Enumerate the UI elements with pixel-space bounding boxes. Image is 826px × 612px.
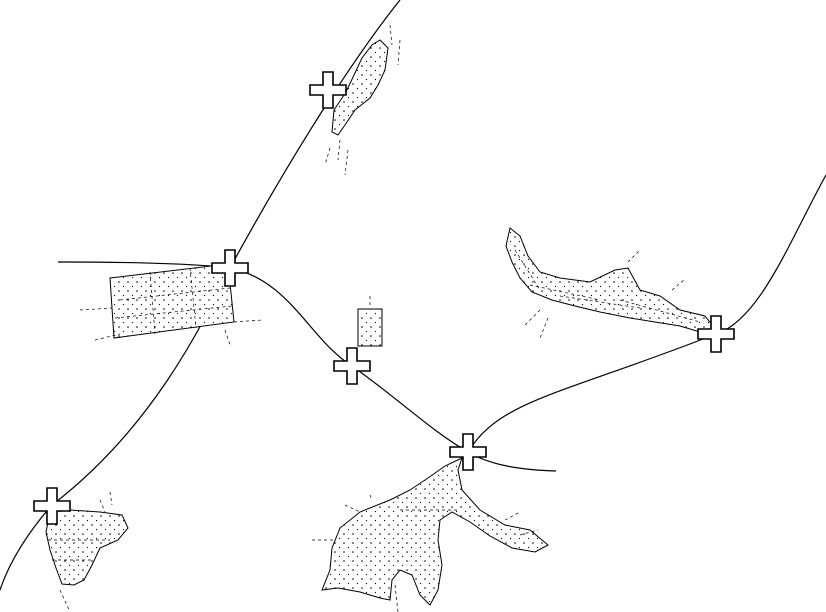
node-bottom-left-cross-icon[interactable] — [33, 487, 71, 525]
region-bottom-left-island — [45, 491, 129, 612]
node-top-cross-icon[interactable] — [309, 71, 347, 109]
connector-top-to-left-node — [229, 0, 401, 269]
node-left-junction-cross-icon[interactable] — [211, 249, 249, 287]
region-top-island — [324, 24, 401, 176]
connector-middle-node-to-center-node — [351, 365, 469, 453]
region-bottom-center-landmass — [312, 457, 549, 612]
connector-left-node-to-middle-node — [229, 267, 353, 367]
node-center-junction-cross-icon[interactable] — [449, 433, 487, 471]
node-middle-cross-icon[interactable] — [333, 347, 371, 385]
region-small-bar — [357, 296, 383, 347]
nodes — [33, 71, 735, 525]
region-rectangle-block — [79, 263, 263, 346]
region-right-island — [505, 227, 717, 339]
connector-center-node-to-right-node — [467, 333, 717, 453]
node-right-cross-icon[interactable] — [697, 315, 735, 353]
connector-right-node-to-top-right — [715, 174, 826, 335]
